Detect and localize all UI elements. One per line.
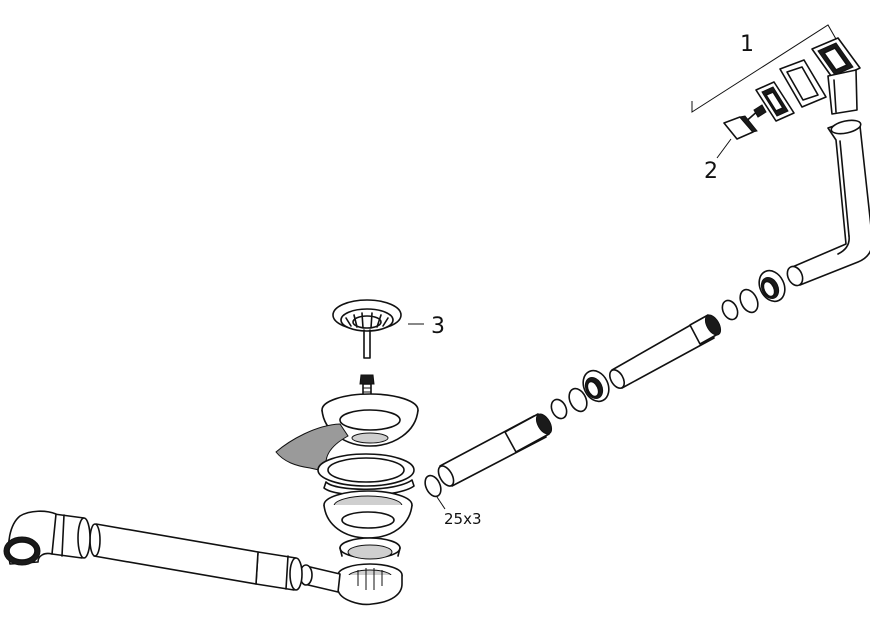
left-elbow [3,510,57,566]
overflow-assembly [691,24,861,125]
seal-size-label: 25x3 [444,510,482,528]
connector-chain [424,269,786,510]
seal-size-leader [436,496,446,510]
part3-label: 3 [431,314,445,339]
overflow-housing [811,37,861,115]
pipe-coupling-left [51,513,91,559]
part1-bracket [691,24,837,113]
pipe-segment-2 [437,413,553,487]
basket-strainer [332,299,424,359]
part1-label: 1 [740,32,754,57]
washer-2 [721,299,739,321]
overflow-cover-plate [755,81,795,122]
part2-leader [716,138,732,159]
long-pipe [93,523,259,585]
washer-4 [550,398,568,420]
overflow-hose [786,119,870,287]
sink-cutout [275,423,349,473]
part2-label: 2 [704,159,718,184]
outlet-housing [337,563,403,606]
bottom-drain-pipe [3,510,341,593]
sink-drain-assembly [275,374,419,606]
pipe-coupling-right [255,551,303,591]
o-ring-25x3 [424,474,442,498]
lock-nut [339,537,401,560]
drain-body [323,490,413,539]
upper-seal-ring [317,453,415,497]
union-nut-1 [758,269,786,303]
pipe-segment-1 [608,314,722,389]
washer-3 [568,387,588,413]
union-nut-2 [582,369,610,403]
overflow-cap [716,115,758,159]
washer-1 [739,288,759,314]
overflow-gasket [779,59,827,108]
